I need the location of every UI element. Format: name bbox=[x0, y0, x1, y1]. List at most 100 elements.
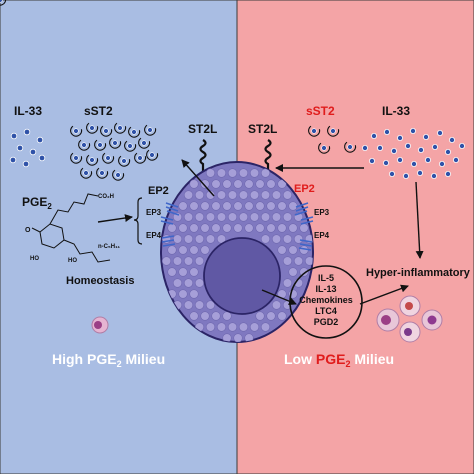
cell-granule bbox=[277, 201, 287, 211]
cell-granule bbox=[194, 234, 205, 244]
cell-granule bbox=[200, 223, 210, 233]
cell-granule bbox=[260, 322, 271, 332]
cell-granule bbox=[222, 201, 232, 211]
cell-granule bbox=[266, 179, 276, 189]
mediator-item: IL-5 bbox=[318, 273, 334, 283]
cell-granule bbox=[189, 245, 199, 255]
cell-granule bbox=[299, 267, 309, 277]
left-ep3-label: EP3 bbox=[146, 208, 162, 217]
left-il33-label: IL-33 bbox=[14, 104, 42, 118]
cell-granule bbox=[194, 278, 205, 288]
cell-granule bbox=[244, 223, 254, 233]
ep-bracket bbox=[133, 197, 143, 245]
cell-granule bbox=[216, 168, 227, 178]
right-ep-receptors bbox=[294, 202, 314, 251]
molecule-ho-chain: HO bbox=[68, 258, 77, 264]
cell-granule bbox=[271, 234, 282, 244]
cell-granule bbox=[266, 311, 276, 321]
cell-granule bbox=[216, 212, 227, 222]
cell-granule bbox=[183, 256, 194, 266]
cell-granule bbox=[222, 179, 232, 189]
cell-granule bbox=[277, 223, 287, 233]
right-ep3-label: EP3 bbox=[314, 208, 330, 217]
right-il33-dots bbox=[361, 127, 465, 179]
arrow-cell-to-left-st2l bbox=[181, 159, 215, 197]
cell-granule bbox=[238, 322, 249, 332]
cell-granule bbox=[282, 234, 293, 244]
pge2-molecule bbox=[31, 193, 111, 263]
cell-granule bbox=[288, 245, 298, 255]
cell-granule bbox=[238, 168, 249, 178]
cell-granule bbox=[227, 190, 238, 200]
cell-granule bbox=[194, 300, 205, 310]
molecule-ho-ring: HO bbox=[30, 256, 39, 262]
cell-granule bbox=[200, 311, 210, 321]
arrow-mediators-to-cells bbox=[359, 284, 409, 305]
right-il33-label: IL-33 bbox=[382, 104, 410, 118]
cell-granule bbox=[161, 256, 172, 266]
cell-granule bbox=[167, 245, 177, 255]
cell-nucleus bbox=[203, 237, 281, 315]
cell-granule bbox=[233, 333, 243, 342]
mediator-item: LTC4 bbox=[315, 306, 337, 316]
cell-granule bbox=[172, 278, 183, 288]
cell-granule bbox=[205, 190, 216, 200]
cell-granule bbox=[178, 201, 188, 211]
mediators-circle bbox=[289, 265, 363, 339]
high-pge2-milieu-title: High PGE2 Milieu bbox=[52, 351, 165, 369]
right-ep4-label: EP4 bbox=[314, 231, 330, 240]
cell-granule bbox=[238, 212, 249, 222]
cell-granule bbox=[233, 179, 243, 189]
cell-granule bbox=[200, 245, 210, 255]
cell-granule bbox=[178, 245, 188, 255]
cell-granule bbox=[244, 333, 254, 342]
cell-granule bbox=[227, 168, 238, 178]
left-st2l-receptor bbox=[199, 139, 207, 174]
cell-granule bbox=[167, 223, 177, 233]
left-ep4-label: EP4 bbox=[146, 231, 162, 240]
cell-granule bbox=[189, 311, 199, 321]
cell-granule bbox=[216, 322, 227, 332]
right-st2l-receptor bbox=[264, 139, 272, 174]
cell-granule bbox=[304, 256, 313, 266]
cell-granule bbox=[255, 311, 265, 321]
cell-granule bbox=[282, 190, 293, 200]
mediator-item: PGD2 bbox=[314, 317, 339, 327]
cell-granule bbox=[260, 234, 271, 244]
cell-granule bbox=[216, 190, 227, 200]
left-il33-dots bbox=[9, 128, 46, 168]
cell-granule bbox=[172, 256, 183, 266]
homeostasis-label: Homeostasis bbox=[66, 275, 134, 287]
cell-granule bbox=[183, 278, 194, 288]
molecule-co2h: CO₂H bbox=[98, 194, 114, 200]
cell-granule bbox=[222, 333, 232, 342]
cell-granule bbox=[293, 234, 304, 244]
cell-granule bbox=[205, 212, 216, 222]
cell-granule bbox=[183, 212, 194, 222]
cell-granule bbox=[211, 311, 221, 321]
cell-granule bbox=[211, 201, 221, 211]
right-inflammatory-cells bbox=[376, 295, 443, 343]
cell-granule bbox=[205, 234, 216, 244]
cell-granule bbox=[288, 201, 298, 211]
immune-cell bbox=[160, 161, 314, 343]
molecule-o: O bbox=[25, 227, 31, 234]
cell-granule bbox=[205, 322, 216, 332]
cell-granule bbox=[249, 322, 260, 332]
cell-granule bbox=[178, 223, 188, 233]
cell-granule bbox=[183, 300, 194, 310]
cell-granule bbox=[205, 300, 216, 310]
cell-granule bbox=[211, 179, 221, 189]
cell-granule bbox=[282, 212, 293, 222]
left-sst2-complexes bbox=[0, 0, 159, 183]
cell-granule bbox=[255, 223, 265, 233]
cell-granule bbox=[282, 278, 293, 288]
cell-granule bbox=[222, 223, 232, 233]
left-ep2-label: EP2 bbox=[148, 185, 169, 197]
cell-granule bbox=[244, 179, 254, 189]
cell-granule bbox=[255, 201, 265, 211]
cell-granule bbox=[288, 223, 298, 233]
arrow-il33-to-hyper bbox=[415, 181, 424, 259]
